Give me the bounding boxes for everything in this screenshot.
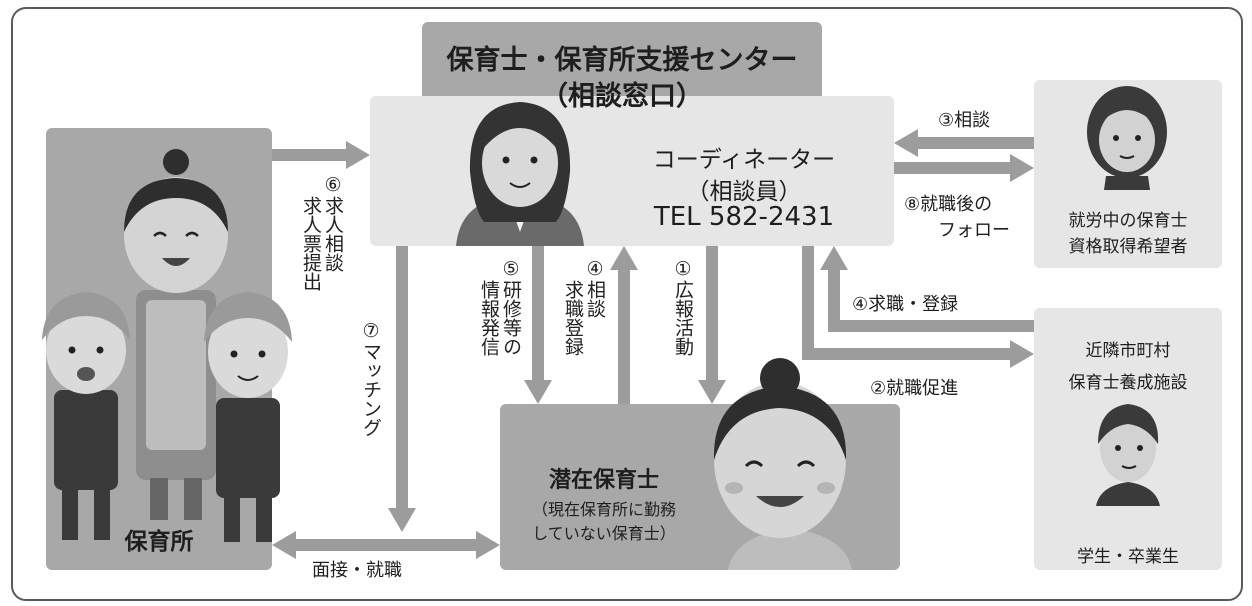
student-illustration [1096,404,1160,506]
arrow-1-shaft [706,246,718,380]
arrow-1-head [698,380,726,404]
arrow-4r-head [820,246,848,270]
arrows [272,129,1034,559]
employed-person-illustration [1087,86,1167,190]
center-title-box [422,22,822,118]
employed-line1: 就労中の保育士 [1068,211,1188,231]
arrow-6-head [346,141,370,169]
coordinator-illustration [456,102,584,246]
coordinator-role: コーディネーター [652,147,836,173]
interview-arrow-head-right [476,531,500,559]
nursery-label: 保育所 [124,529,194,555]
center-title-line2: （相談窓口） [541,81,703,112]
schools-line1: 近隣市町村 [1085,341,1171,361]
arrow-4-mid-shaft [618,270,630,404]
arrow-2-hshaft [802,348,1010,360]
arrow-5-head [524,380,552,404]
arrow-5-label-col1: ⑤研修等の [500,258,522,356]
arrow-8-label-line2: フォロー [938,220,1010,241]
arrow-4-mid-head [610,246,638,270]
interview-arrow-head-left [272,531,296,559]
interview-arrow-shaft [296,539,476,551]
arrow-6-shaft [272,149,346,161]
interview-label: 面接・就職 [312,560,402,581]
arrow-5-shaft [532,246,544,380]
arrow-1-label: ①広報活動 [672,258,694,356]
arrow-6-label-col2: 求人票提出 [300,196,322,291]
arrow-4-right-label: ④求職・登録 [852,294,959,315]
employed-line2: 資格取得希望者 [1068,237,1188,257]
arrow-7-label: ⑦マッチング [360,320,382,437]
arrow-3-label: ③相談 [938,110,991,131]
potential-title: 潜在保育士 [548,468,659,493]
arrow-5-label-col2: 情報発信 [478,280,500,356]
arrow-2-vshaft [802,246,814,360]
potential-sub-line1: （現在保育所に勤務 [531,500,676,519]
arrow-8-head [1010,154,1034,182]
arrow-6-label-col1: ⑥求人相談 [322,174,344,272]
schools-line2: 保育士養成施設 [1068,373,1188,393]
nursery-illustration [42,149,292,542]
arrow-3-shaft [918,137,1034,149]
arrow-4r-hshaft [828,320,1034,332]
center-title-line1: 保育士・保育所支援センター [446,45,798,76]
arrow-7-shaft [396,246,408,508]
arrow-2-head [1010,340,1034,368]
arrow-4-mid-label-col1: ④相談 [584,258,606,318]
arrow-2-label: ②就職促進 [870,378,959,399]
arrow-4r-vshaft [828,270,840,332]
coordinator-tel: TEL 582-2431 [653,202,835,232]
arrow-8-shaft [894,162,1010,174]
arrow-7-head [388,508,416,532]
potential-illustration [713,358,852,570]
schools-line3: 学生・卒業生 [1077,547,1179,567]
coordinator-role-sub: （相談員） [686,179,802,205]
potential-sub-line2: していない保育士） [532,524,676,543]
arrow-3-head [894,129,918,157]
arrow-8-label-line1: ⑧就職後の [904,194,993,215]
arrow-4-mid-label-col2: 求職登録 [562,280,584,356]
